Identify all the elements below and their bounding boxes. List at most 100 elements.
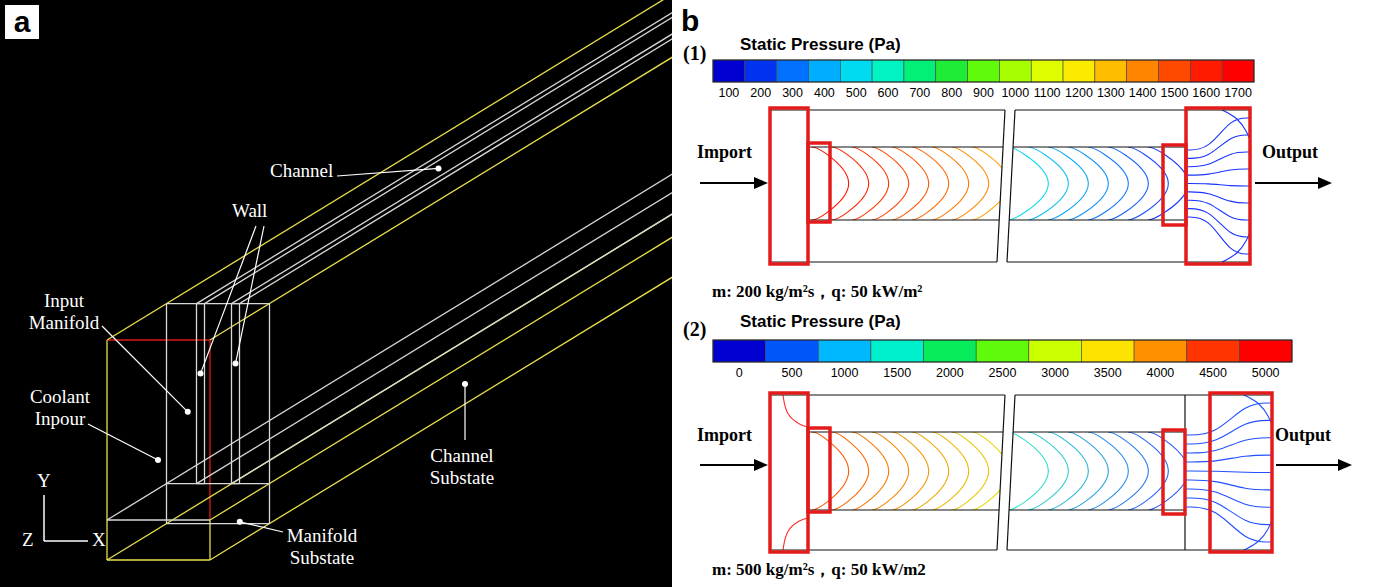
contour-line <box>832 432 869 510</box>
colorbar-segment <box>818 340 871 362</box>
outline-edge <box>997 395 1005 550</box>
colorbar-frame <box>713 60 1254 82</box>
colorbar-tick: 200 <box>750 86 771 100</box>
contour-line <box>952 432 989 510</box>
wire-edge <box>269 304 270 484</box>
contour-line <box>912 432 949 510</box>
axis-label: Z <box>22 529 34 551</box>
colorbar-tick: 100 <box>718 86 739 100</box>
colorbar-segment <box>1239 340 1292 362</box>
contour-group <box>812 147 1005 220</box>
contour-line <box>1008 147 1048 220</box>
contour-group <box>783 395 1272 550</box>
colorbar-segment <box>808 60 840 82</box>
contour-line <box>1108 432 1148 510</box>
contour-line <box>1186 192 1250 203</box>
contour-line <box>1186 169 1250 175</box>
colorbar-segment <box>713 60 745 82</box>
wire-edge <box>166 304 167 484</box>
contour-line <box>1008 432 1048 510</box>
contour-line <box>1028 432 1068 510</box>
wire-edge <box>209 340 210 520</box>
colorbar-tick: 3500 <box>1094 366 1122 380</box>
leader-lines <box>88 165 468 532</box>
break-gap <box>997 109 1015 263</box>
contour-line <box>1108 147 1148 220</box>
outline-edge <box>1013 146 1186 147</box>
contour-line <box>1088 432 1128 510</box>
colorbar-segment <box>1190 60 1222 82</box>
highlight-box <box>1163 145 1186 225</box>
colorbar-segment <box>1127 60 1159 82</box>
colorbar-segment <box>1081 340 1134 362</box>
outline-edge <box>1007 395 1015 550</box>
colorbar-segment <box>968 60 1000 82</box>
colorbar-tick: 300 <box>782 86 803 100</box>
colorbar-segment <box>1159 60 1191 82</box>
outline-edge <box>808 219 999 220</box>
contour-line <box>892 147 929 220</box>
part-label: Channel Substate <box>420 445 504 489</box>
colorbar-segment <box>1222 60 1254 82</box>
wire-edge <box>107 146 672 520</box>
colorbar-segment <box>840 60 872 82</box>
part-label: Coolant Inpour <box>20 386 100 430</box>
colorbar-segment <box>777 60 809 82</box>
contour-line <box>783 518 808 550</box>
contour-line <box>1185 438 1272 453</box>
colorbar-tick: 0 <box>736 366 743 380</box>
flow-label: Import <box>697 142 752 163</box>
colorbar-title: Static Pressure (Pa) <box>740 35 901 55</box>
contour-line <box>1185 507 1272 542</box>
leader-line <box>201 226 257 374</box>
colorbar-tick: 1000 <box>1001 86 1029 100</box>
colorbar <box>713 60 1254 82</box>
flow-label: Output <box>1262 142 1318 163</box>
colorbar-segment <box>713 340 766 362</box>
colorbar-tick: 1200 <box>1065 86 1093 100</box>
colorbar-tick: 2500 <box>989 366 1017 380</box>
colorbar-tick: 1000 <box>831 366 859 380</box>
break-gap <box>997 394 1015 551</box>
colorbar-tick: 4500 <box>1199 366 1227 380</box>
colorbar-segment <box>872 60 904 82</box>
colorbar-segment <box>1029 340 1082 362</box>
leader-dot <box>237 519 243 525</box>
wire-edge <box>107 519 210 520</box>
highlight-box <box>1163 430 1185 514</box>
wire-edge <box>167 303 270 304</box>
leader-dot <box>155 457 161 463</box>
leader-dot <box>462 381 468 387</box>
contour-line <box>1186 152 1250 167</box>
contour-group <box>1008 147 1186 220</box>
contour-line <box>872 432 909 510</box>
colorbar-tick: 500 <box>846 86 867 100</box>
leader-line <box>464 384 465 440</box>
colorbar <box>713 340 1292 362</box>
flow-label: Import <box>697 425 752 446</box>
leader-line <box>88 424 158 460</box>
contour-line <box>1222 110 1250 140</box>
colorbar-tick: 5000 <box>1252 366 1280 380</box>
contour-line <box>1148 432 1185 510</box>
wireframe <box>107 0 672 560</box>
outline-edge <box>808 431 1003 432</box>
contour-line <box>1244 520 1272 550</box>
wire-edge <box>210 146 672 520</box>
wire-edge <box>166 484 167 524</box>
flow-arrow <box>1255 182 1320 184</box>
colorbar-tick: 1500 <box>883 366 911 380</box>
colorbar-segment <box>936 60 968 82</box>
contour-line <box>1185 471 1272 473</box>
outline-edge <box>1009 219 1186 220</box>
contour-line <box>1068 432 1108 510</box>
outline-edge <box>808 146 1003 147</box>
colorbar-tick: 1100 <box>1034 86 1061 100</box>
highlight-box <box>1210 393 1272 552</box>
wire-edge <box>240 0 673 304</box>
contour-line <box>912 147 949 220</box>
highlight-box <box>808 428 830 512</box>
wire-edge <box>232 0 673 304</box>
colorbar-segment <box>976 340 1029 362</box>
